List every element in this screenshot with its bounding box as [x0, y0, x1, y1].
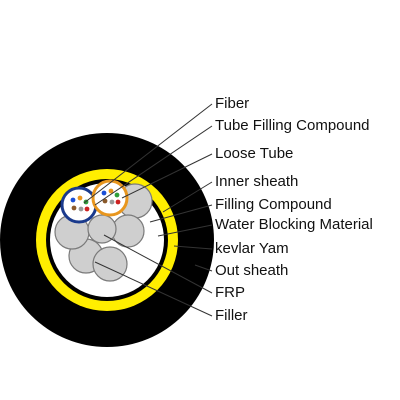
fiber	[84, 206, 90, 212]
label-inner-sheath: Inner sheath	[215, 173, 299, 190]
label-filling-compound: Filling Compound	[215, 196, 332, 213]
fillers	[54, 183, 153, 282]
label-water-blocking-material: Water Blocking Material	[215, 216, 373, 233]
leader-out-sheath	[194, 264, 213, 272]
fiber	[109, 199, 115, 205]
loose-tube-blue	[60, 186, 98, 224]
leader-tube-filling-compound	[94, 125, 213, 206]
leader-filling-compound	[149, 204, 213, 223]
fiber	[102, 198, 108, 204]
leader-water-blocking	[157, 224, 213, 237]
loose-tube-orange	[91, 179, 129, 217]
leader-lines	[83, 103, 213, 317]
filler-bottom-right	[92, 246, 128, 282]
label-fiber: Fiber	[215, 95, 250, 112]
leader-inner-sheath	[162, 181, 213, 213]
label-tube-filling-compound: Tube Filling Compound	[215, 117, 370, 134]
label-frp: FRP	[215, 284, 245, 301]
fiber	[101, 190, 107, 196]
label-kevlar-yarn: kevlar Yam	[215, 240, 289, 257]
leader-fiber	[83, 103, 213, 204]
label-loose-tube: Loose Tube	[215, 145, 294, 162]
frp-center-member	[87, 214, 117, 244]
fiber	[115, 199, 121, 205]
fiber	[108, 188, 114, 194]
fiber	[114, 192, 120, 198]
leader-filler	[94, 261, 213, 317]
leader-frp	[103, 234, 213, 294]
fiber	[77, 195, 83, 201]
fiber	[71, 205, 77, 211]
leader-kevlar	[173, 245, 213, 250]
fiber	[78, 206, 84, 212]
leader-loose-tube	[121, 153, 213, 199]
label-out-sheath: Out sheath	[215, 262, 289, 279]
fiber	[70, 197, 76, 203]
label-filler: Filler	[215, 307, 248, 324]
